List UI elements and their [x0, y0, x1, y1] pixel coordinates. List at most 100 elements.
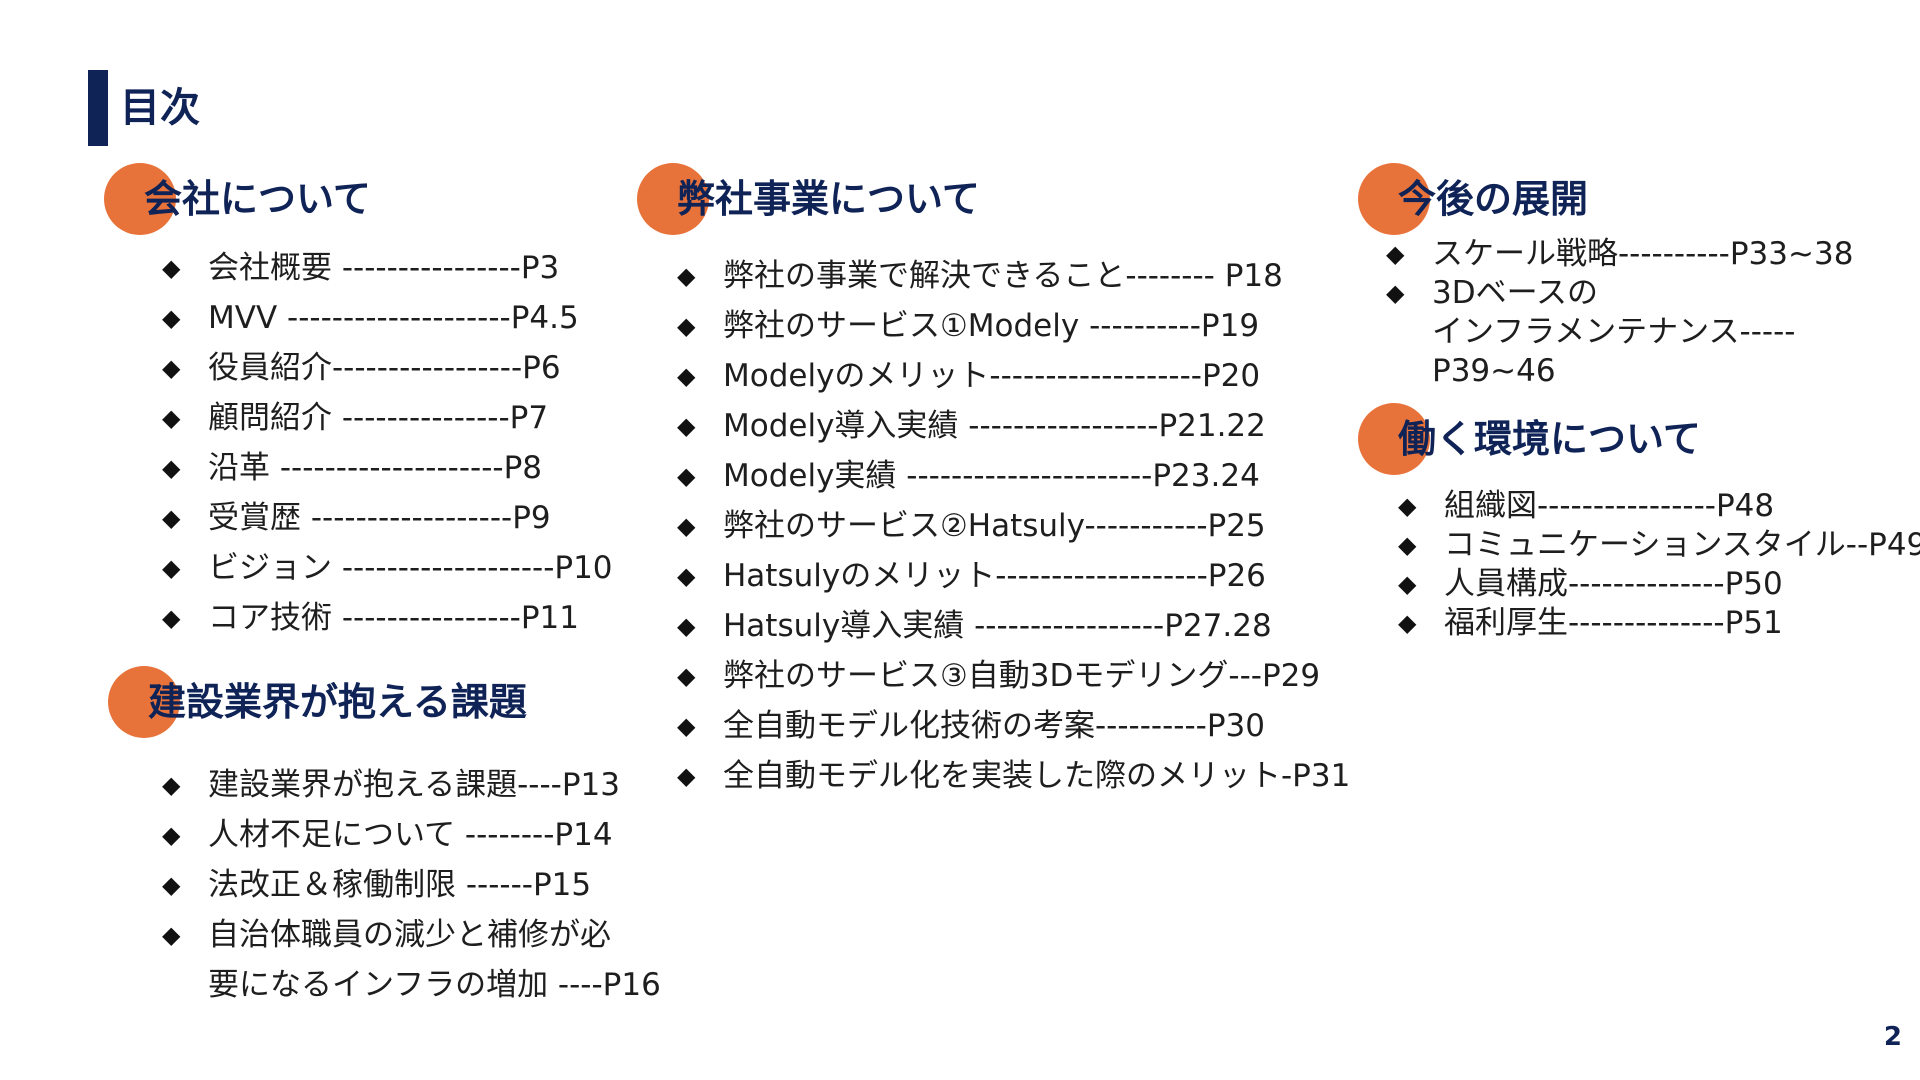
toc-item-text: 会社概要 ----------------P3	[208, 250, 560, 286]
toc-item-text: 沿革 --------------------P8	[208, 450, 542, 486]
toc-item: ◆ 全自動モデル化技術の考案----------P30	[677, 701, 1337, 751]
section-header: 建設業界が抱える課題	[108, 666, 668, 738]
section-header: 今後の展開	[1358, 163, 1898, 235]
section-work-environment: 働く環境について ◆組織図----------------P48 ◆コミュニケー…	[1358, 403, 1920, 643]
section-business: 弊社事業について ◆ 弊社の事業で解決できること-------- P18 ◆ 弊社の…	[637, 163, 1350, 801]
toc-item: ◆ 3Dベースの インフラメンテナンス-----P39~46	[1386, 274, 1898, 391]
toc-item-text: Hatsuly導入実績 -----------------P27.28	[723, 608, 1272, 644]
diamond-bullet-icon: ◆	[162, 504, 181, 532]
diamond-bullet-icon: ◆	[1386, 279, 1405, 307]
diamond-bullet-icon: ◆	[162, 354, 181, 382]
toc-item-text: 弊社のサービス③自動3Dモデリング---P29	[723, 658, 1321, 694]
toc-item: ◆ Hatsuly導入実績 -----------------P27.28	[677, 601, 1337, 651]
page-title: 目次	[120, 85, 200, 131]
diamond-bullet-icon: ◆	[677, 662, 696, 690]
title-accent-bar	[88, 70, 108, 146]
toc-item: ◆Modely導入実績 -----------------P21.22	[677, 401, 1337, 451]
diamond-bullet-icon: ◆	[677, 412, 696, 440]
toc-item-text: 建設業界が抱える課題----P13	[208, 767, 620, 803]
toc-item-text: Hatsulyのメリット-------------------P26	[723, 558, 1266, 594]
toc-item: ◆ 人材不足について --------P14	[162, 810, 668, 860]
toc-item-text: 弊社の事業で解決できること-------- P18	[723, 258, 1283, 294]
toc-item: ◆自治体職員の減少と補修が必 要になるインフラの増加 ----P16	[162, 910, 668, 1010]
toc-item-text: 弊社のサービス①Modely ----------P19	[723, 308, 1260, 344]
section-company: 会社について ◆ 会社概要 ----------------P3 ◆MVV ---…	[104, 163, 664, 643]
section-header: 働く環境について	[1358, 403, 1898, 475]
orange-circle-icon	[637, 163, 709, 235]
toc-list: ◆ 会社概要 ----------------P3 ◆MVV ----------…	[162, 243, 664, 643]
diamond-bullet-icon: ◆	[1398, 609, 1417, 637]
toc-item: ◆ コア技術 ----------------P11	[162, 593, 664, 643]
toc-item-text: 受賞歴 ------------------P9	[208, 500, 551, 536]
toc-item: ◆Hatsulyのメリット-------------------P26	[677, 551, 1337, 601]
diamond-bullet-icon: ◆	[162, 254, 181, 282]
toc-item-text: 人材不足について --------P14	[208, 817, 613, 853]
section-title: 建設業界が抱える課題	[148, 680, 527, 724]
section-title: 弊社事業について	[677, 177, 980, 221]
toc-item: ◆MVV --------------------P4.5	[162, 293, 664, 343]
diamond-bullet-icon: ◆	[162, 771, 181, 799]
toc-item-text: 3Dベースの インフラメンテナンス-----P39~46	[1432, 275, 1796, 389]
toc-item: ◆顧問紹介 ---------------P7	[162, 393, 664, 443]
toc-item: ◆ 人員構成--------------P50	[1398, 565, 1898, 604]
toc-item: ◆ 沿革 --------------------P8	[162, 443, 664, 493]
diamond-bullet-icon: ◆	[1398, 570, 1417, 598]
diamond-bullet-icon: ◆	[677, 762, 696, 790]
toc-item: ◆ 弊社のサービス②Hatsuly-----------P25	[677, 501, 1337, 551]
toc-list: ◆組織図----------------P48 ◆コミュニケーションスタイル--…	[1398, 487, 1920, 643]
toc-item: ◆組織図----------------P48	[1398, 487, 1898, 526]
toc-item-text: Modely実績 ----------------------P23.24	[723, 458, 1260, 494]
toc-item: ◆コミュニケーションスタイル--P49	[1398, 526, 1920, 565]
page-number: 2	[1883, 1022, 1902, 1052]
diamond-bullet-icon: ◆	[162, 604, 181, 632]
section-industry-issues: 建設業界が抱える課題 ◆ 建設業界が抱える課題----P13 ◆ 人材不足について …	[108, 666, 668, 1010]
toc-item-text: コア技術 ----------------P11	[208, 600, 579, 636]
toc-item-text: 全自動モデル化技術の考案----------P30	[723, 708, 1265, 744]
toc-list: ◆ 建設業界が抱える課題----P13 ◆ 人材不足について --------P14…	[162, 760, 668, 1010]
section-header: 弊社事業について	[637, 163, 1337, 235]
toc-item-text: 人員構成--------------P50	[1444, 566, 1783, 602]
section-future-plans: 今後の展開 ◆ スケール戦略----------P33~38 ◆ 3Dベースの イン…	[1358, 163, 1898, 391]
diamond-bullet-icon: ◆	[162, 454, 181, 482]
toc-item: ◆ 受賞歴 ------------------P9	[162, 493, 664, 543]
toc-item-text: ビジョン -------------------P10	[208, 550, 613, 586]
orange-circle-icon	[1358, 403, 1430, 475]
toc-item: ◆ スケール戦略----------P33~38	[1386, 235, 1898, 274]
diamond-bullet-icon: ◆	[677, 712, 696, 740]
toc-item-text: スケール戦略----------P33~38	[1432, 236, 1854, 272]
toc-item-text: Modelyのメリット-------------------P20	[723, 358, 1261, 394]
diamond-bullet-icon: ◆	[677, 612, 696, 640]
toc-item: ◆ 弊社のサービス③自動3Dモデリング---P29	[677, 651, 1337, 701]
diamond-bullet-icon: ◆	[677, 262, 696, 290]
diamond-bullet-icon: ◆	[677, 312, 696, 340]
section-title: 今後の展開	[1398, 177, 1589, 221]
toc-item-text: 法改正＆稼働制限 ------P15	[208, 867, 592, 903]
toc-item: ◆ 弊社のサービス①Modely ----------P19	[677, 301, 1337, 351]
toc-item-text: 弊社のサービス②Hatsuly-----------P25	[723, 508, 1266, 544]
section-title: 会社について	[144, 177, 371, 221]
diamond-bullet-icon: ◆	[162, 304, 181, 332]
toc-item: ◆ 役員紹介-----------------P6	[162, 343, 664, 393]
toc-item: ◆ 会社概要 ----------------P3	[162, 243, 664, 293]
toc-item-text: コミュニケーションスタイル--P49	[1444, 527, 1920, 563]
diamond-bullet-icon: ◆	[677, 462, 696, 490]
orange-circle-icon	[1358, 163, 1430, 235]
diamond-bullet-icon: ◆	[162, 554, 181, 582]
diamond-bullet-icon: ◆	[162, 821, 181, 849]
toc-item: ◆Modelyのメリット-------------------P20	[677, 351, 1337, 401]
section-title: 働く環境について	[1398, 417, 1701, 461]
toc-item-text: 顧問紹介 ---------------P7	[208, 400, 549, 436]
diamond-bullet-icon: ◆	[1386, 240, 1405, 268]
toc-item-text: 全自動モデル化を実装した際のメリット-P31	[723, 758, 1351, 794]
diamond-bullet-icon: ◆	[677, 512, 696, 540]
toc-item: ◆ ビジョン -------------------P10	[162, 543, 664, 593]
toc-item: ◆ 全自動モデル化を実装した際のメリット-P31	[677, 751, 1350, 801]
toc-item: ◆ 弊社の事業で解決できること-------- P18	[677, 251, 1337, 301]
orange-circle-icon	[104, 163, 176, 235]
toc-item-text: 役員紹介-----------------P6	[208, 350, 561, 386]
section-header: 会社について	[104, 163, 664, 235]
diamond-bullet-icon: ◆	[1398, 492, 1417, 520]
toc-item: ◆ 建設業界が抱える課題----P13	[162, 760, 668, 810]
toc-list: ◆ 弊社の事業で解決できること-------- P18 ◆ 弊社のサービス①Mode…	[677, 251, 1350, 801]
toc-item: ◆ Modely実績 ----------------------P23.24	[677, 451, 1337, 501]
